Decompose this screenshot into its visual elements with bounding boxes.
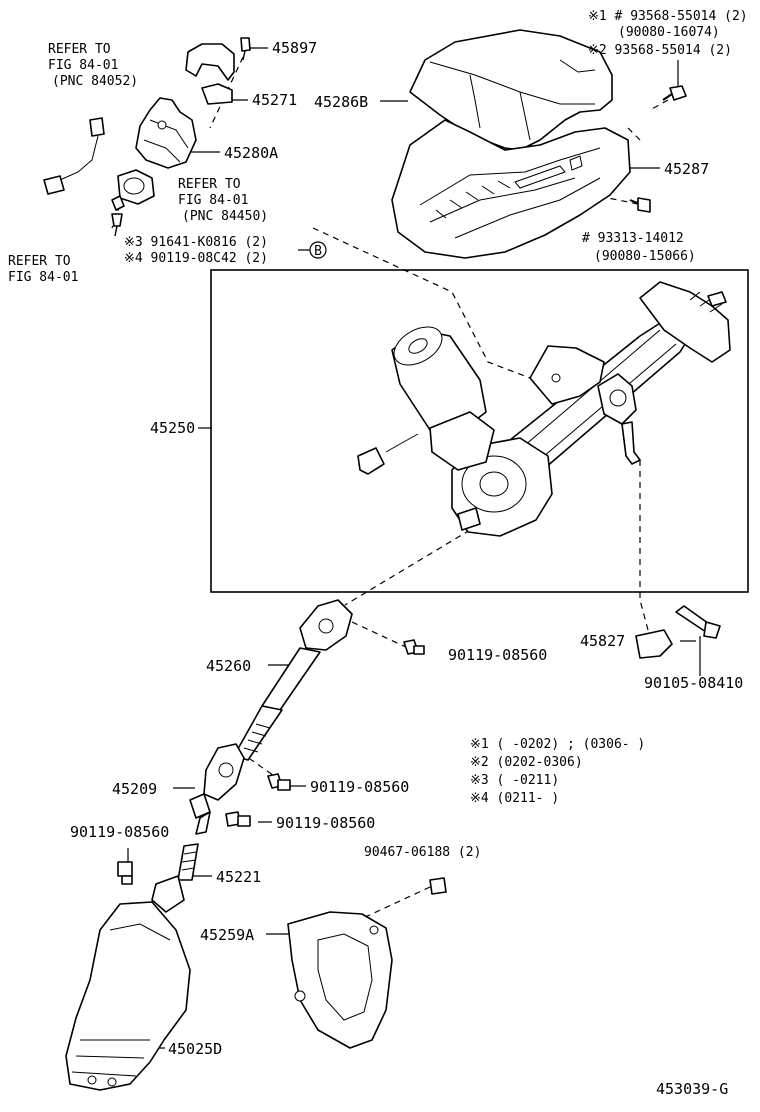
label-90119-c: 90119-08560 [276,814,375,832]
ref2-line3: (PNC 84450) [182,209,268,224]
bolt-90119-mid [267,773,291,791]
circle-b-text: B [314,244,322,259]
clip-45827 [635,629,673,659]
note-screw-1: # 93313-14012 [582,231,684,246]
bracket-45259a [287,911,393,1049]
label-90119-d: 90119-08560 [70,823,169,841]
cover-screw-lower [629,197,651,213]
label-45209: 45209 [112,780,157,798]
figure-id: 453039-G [656,1080,728,1098]
bolt-90119-low [225,811,251,827]
supersession-notes: ※1 # 93568-55014 (2) (90080-16074) ※2 93… [124,9,748,266]
note-screwb-1: ※3 91641-K0816 (2) [124,235,268,250]
note-top-3: ※2 93568-55014 (2) [588,43,732,58]
lock-cylinder [111,169,155,211]
screw-45897 [240,37,251,61]
note-top-1: ※1 # 93568-55014 (2) [588,9,748,24]
shaft-45221 [151,843,199,913]
label-45025d: 45025D [168,1040,222,1058]
circle-b-marker [309,241,327,259]
label-90467: 90467-06188 (2) [364,845,481,860]
ref2-line1: REFER TO [178,177,241,192]
legend-line-3: ※3 ( -0211) [470,773,559,788]
label-45250: 45250 [150,419,195,437]
steering-column-frame [210,269,749,593]
label-45286b: 45286B [314,93,368,111]
screw-84-01 [111,213,123,237]
universal-joint-45209 [189,743,245,835]
bolt-90105 [675,605,721,639]
legend: ※1 ( -0202) ; (0306- ) ※2 (0202-0306) ※3… [470,737,645,806]
label-45287: 45287 [664,160,709,178]
label-45897: 45897 [272,39,317,57]
intermediate-shaft-45260 [233,599,353,761]
boot-45025d [65,901,191,1091]
bracket-45271 [185,43,235,105]
note-screwb-2: ※4 90119-08C42 (2) [124,251,268,266]
ref3-line2: FIG 84-01 [8,270,78,285]
label-45260: 45260 [206,657,251,675]
label-45221: 45221 [216,868,261,886]
nut-90467 [429,877,447,895]
label-90119-a: 90119-08560 [448,646,547,664]
label-45280a: 45280A [224,144,278,162]
label-90105: 90105-08410 [644,674,743,692]
ref2-line2: FIG 84-01 [178,193,248,208]
ref1-line3: (PNC 84052) [52,74,138,89]
label-45259a: 45259A [200,926,254,944]
label-45271: 45271 [252,91,297,109]
bolt-90119-upper [403,639,425,655]
legend-line-4: ※4 (0211- ) [470,791,559,806]
steering-column-assembly-45250 [357,281,731,537]
label-90119-b: 90119-08560 [310,778,409,796]
part-number-labels: 45897 45271 45286B 45280A 45287 45250 45… [70,39,743,1058]
bolt-90119-left [117,861,133,885]
note-top-2: (90080-16074) [618,25,720,40]
legend-line-2: ※2 (0202-0306) [470,755,583,770]
ref1-line2: FIG 84-01 [48,58,118,73]
cover-screw-upper [662,85,687,101]
lower-column-cover [391,119,631,259]
label-45827: 45827 [580,632,625,650]
reference-notes: REFER TO FIG 84-01 (PNC 84052) REFER TO … [8,42,268,285]
note-screw-2: (90080-15066) [594,249,696,264]
ref3-line1: REFER TO [8,254,71,269]
label-leader-lines [127,47,701,1049]
legend-line-1: ※1 ( -0202) ; (0306- ) [470,737,645,752]
ref1-line1: REFER TO [48,42,111,57]
wire-connector-84052 [43,117,105,195]
switch-body-45280a [135,97,197,169]
